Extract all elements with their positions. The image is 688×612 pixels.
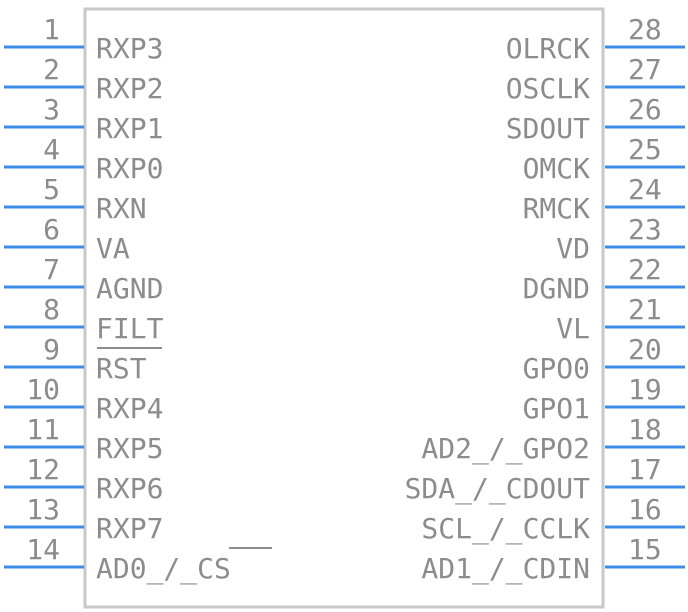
pin-label: OMCK (523, 152, 591, 185)
pin-number: 25 (628, 133, 662, 166)
pin-label: FILT (96, 312, 164, 345)
pin-label: RXP7 (96, 512, 163, 545)
pin-label: AD1_/_CDIN (421, 552, 590, 586)
pin-number: 2 (43, 53, 60, 86)
pin-label: VA (96, 232, 130, 265)
pin-number: 7 (43, 253, 60, 286)
pin-label: AD2_/_GPO2 (421, 432, 590, 466)
pin-number: 20 (628, 333, 662, 366)
ic-body (83, 7, 605, 609)
pin-label: RXP4 (96, 392, 163, 425)
pin-label: SDA_/_CDOUT (405, 472, 591, 506)
pin-number: 26 (628, 93, 662, 126)
pin-label: SDOUT (506, 112, 590, 145)
pin-label: RXP0 (96, 152, 163, 185)
pin-label: RXP3 (96, 32, 163, 65)
pin-label: RST (96, 352, 147, 385)
pin-label: RXP6 (96, 472, 163, 505)
pin-number: 5 (43, 173, 60, 206)
pin-number: 19 (628, 373, 662, 406)
pin-number: 3 (43, 93, 60, 126)
pin-number: 16 (628, 493, 662, 526)
pin-number: 23 (628, 213, 662, 246)
pin-number: 11 (26, 413, 60, 446)
pin-number: 17 (628, 453, 662, 486)
pin-number: 12 (26, 453, 60, 486)
pin-label: AGND (96, 272, 163, 305)
pin-label: RXP1 (96, 112, 163, 145)
pin-label: RXP2 (96, 72, 163, 105)
pin-number: 18 (628, 413, 662, 446)
pin-number: 24 (628, 173, 662, 206)
pin-number: 22 (628, 253, 662, 286)
pin-label: GPO0 (523, 352, 590, 385)
pin-label: GPO1 (523, 392, 590, 425)
pin-label: VD (556, 232, 590, 265)
pin-number: 1 (43, 13, 60, 46)
pin-number: 8 (43, 293, 60, 326)
pin-label: SCL_/_CCLK (421, 512, 590, 546)
pin-number: 10 (26, 373, 60, 406)
pin-label: VL (556, 312, 590, 345)
pin-label: OLRCK (506, 32, 590, 65)
pin-number: 9 (43, 333, 60, 366)
pin-label: AD0_/_CS (96, 552, 231, 586)
pin-label: OSCLK (506, 72, 590, 105)
pin-label: DGND (523, 272, 590, 305)
pin-number: 15 (628, 533, 662, 566)
pin-number: 4 (43, 133, 60, 166)
pin-label: RXP5 (96, 432, 163, 465)
pin-number: 14 (26, 533, 60, 566)
pin-label: RXN (96, 192, 147, 225)
pin-number: 27 (628, 53, 662, 86)
pin-number: 21 (628, 293, 662, 326)
pin-label: RMCK (523, 192, 591, 225)
pin-number: 13 (26, 493, 60, 526)
pin-number: 6 (43, 213, 60, 246)
pin-number: 28 (628, 13, 662, 46)
